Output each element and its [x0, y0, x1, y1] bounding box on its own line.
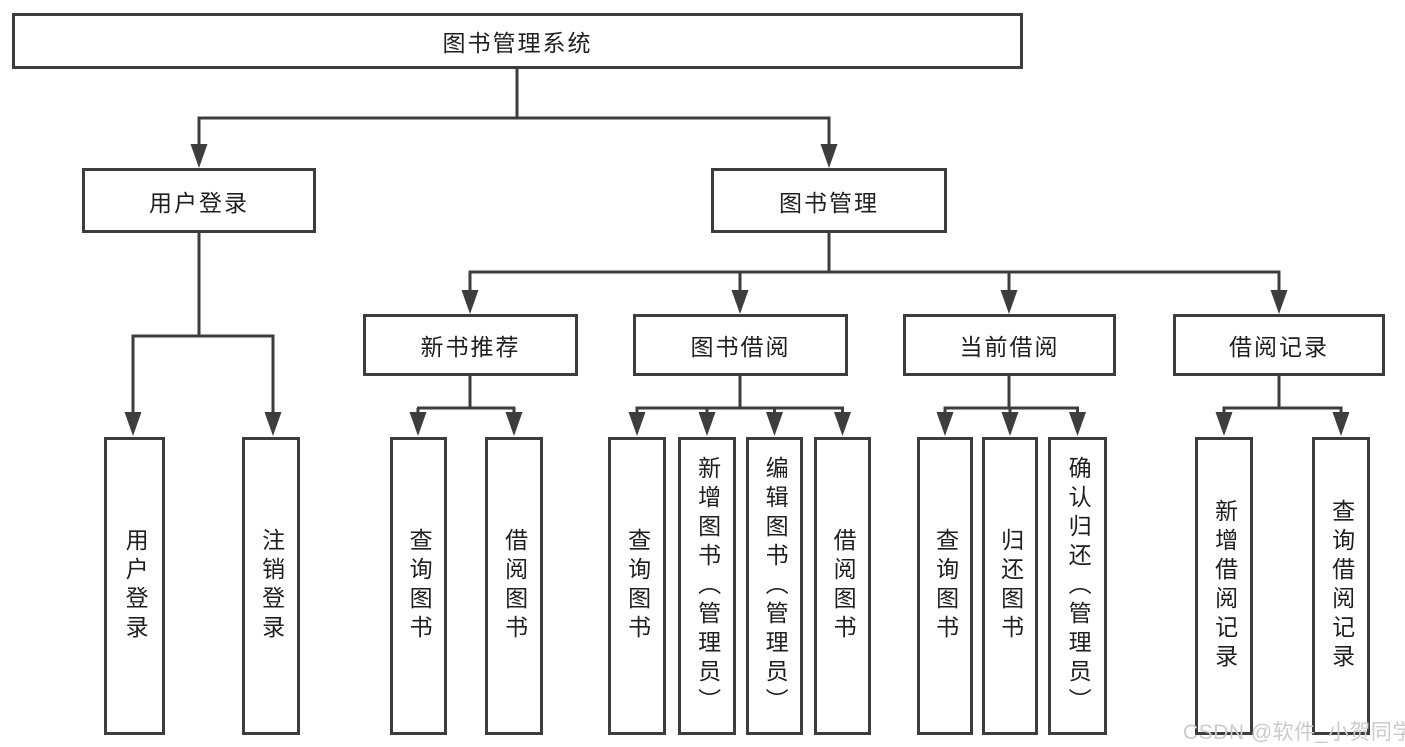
node-root: 图书管理系统	[12, 13, 1023, 69]
node-new-book-recommend-label: 新书推荐	[420, 334, 521, 360]
node-book-management-label: 图书管理	[779, 189, 879, 216]
node-leaf-user-login-label: 用户登录	[122, 528, 149, 644]
node-leaf-bb-add-book-admin: 新增图书（管理员）	[678, 437, 736, 735]
node-leaf-br-add-record-label: 新增借阅记录	[1211, 499, 1238, 673]
node-leaf-nbr-borrow-book: 借阅图书	[485, 437, 543, 735]
node-leaf-bb-edit-book-admin: 编辑图书（管理员）	[746, 437, 803, 735]
node-leaf-cb-confirm-return-admin-label: 确认归还（管理员）	[1065, 455, 1092, 717]
node-leaf-cb-query-book: 查询图书	[917, 437, 973, 735]
node-leaf-bb-edit-book-admin-label: 编辑图书（管理员）	[762, 455, 789, 717]
node-user-login: 用户登录	[82, 168, 316, 233]
node-leaf-logout-label: 注销登录	[258, 528, 285, 644]
node-leaf-bb-add-book-admin-label: 新增图书（管理员）	[694, 455, 721, 717]
node-leaf-bb-borrow-book-label: 借阅图书	[830, 528, 857, 644]
node-leaf-cb-confirm-return-admin: 确认归还（管理员）	[1048, 437, 1107, 735]
node-leaf-bb-query-book-label: 查询图书	[624, 528, 651, 644]
node-leaf-cb-return-book: 归还图书	[982, 437, 1038, 735]
node-root-label: 图书管理系统	[442, 30, 593, 56]
node-leaf-br-add-record: 新增借阅记录	[1195, 437, 1253, 735]
node-current-borrow: 当前借阅	[903, 314, 1116, 376]
node-leaf-cb-return-book-label: 归还图书	[997, 528, 1024, 644]
node-new-book-recommend: 新书推荐	[363, 314, 578, 376]
node-book-management: 图书管理	[711, 168, 947, 233]
watermark: CSDN @软件_小贺同学	[1183, 721, 1405, 744]
node-leaf-br-query-record: 查询借阅记录	[1312, 437, 1370, 735]
node-current-borrow-label: 当前借阅	[959, 334, 1060, 360]
node-book-borrow-label: 图书借阅	[690, 334, 791, 360]
node-book-borrow: 图书借阅	[633, 314, 848, 376]
node-leaf-cb-query-book-label: 查询图书	[932, 528, 959, 644]
node-borrow-record-label: 借阅记录	[1229, 334, 1329, 360]
node-leaf-user-login: 用户登录	[104, 437, 165, 735]
node-leaf-logout: 注销登录	[242, 437, 300, 735]
node-leaf-bb-borrow-book: 借阅图书	[814, 437, 871, 735]
node-leaf-nbr-query-book-label: 查询图书	[406, 528, 433, 644]
node-leaf-nbr-query-book: 查询图书	[390, 437, 447, 735]
node-leaf-nbr-borrow-book-label: 借阅图书	[501, 528, 528, 644]
node-borrow-record: 借阅记录	[1173, 314, 1385, 376]
node-leaf-bb-query-book: 查询图书	[608, 437, 666, 735]
node-leaf-br-query-record-label: 查询借阅记录	[1328, 499, 1355, 673]
node-user-login-label: 用户登录	[149, 189, 249, 216]
